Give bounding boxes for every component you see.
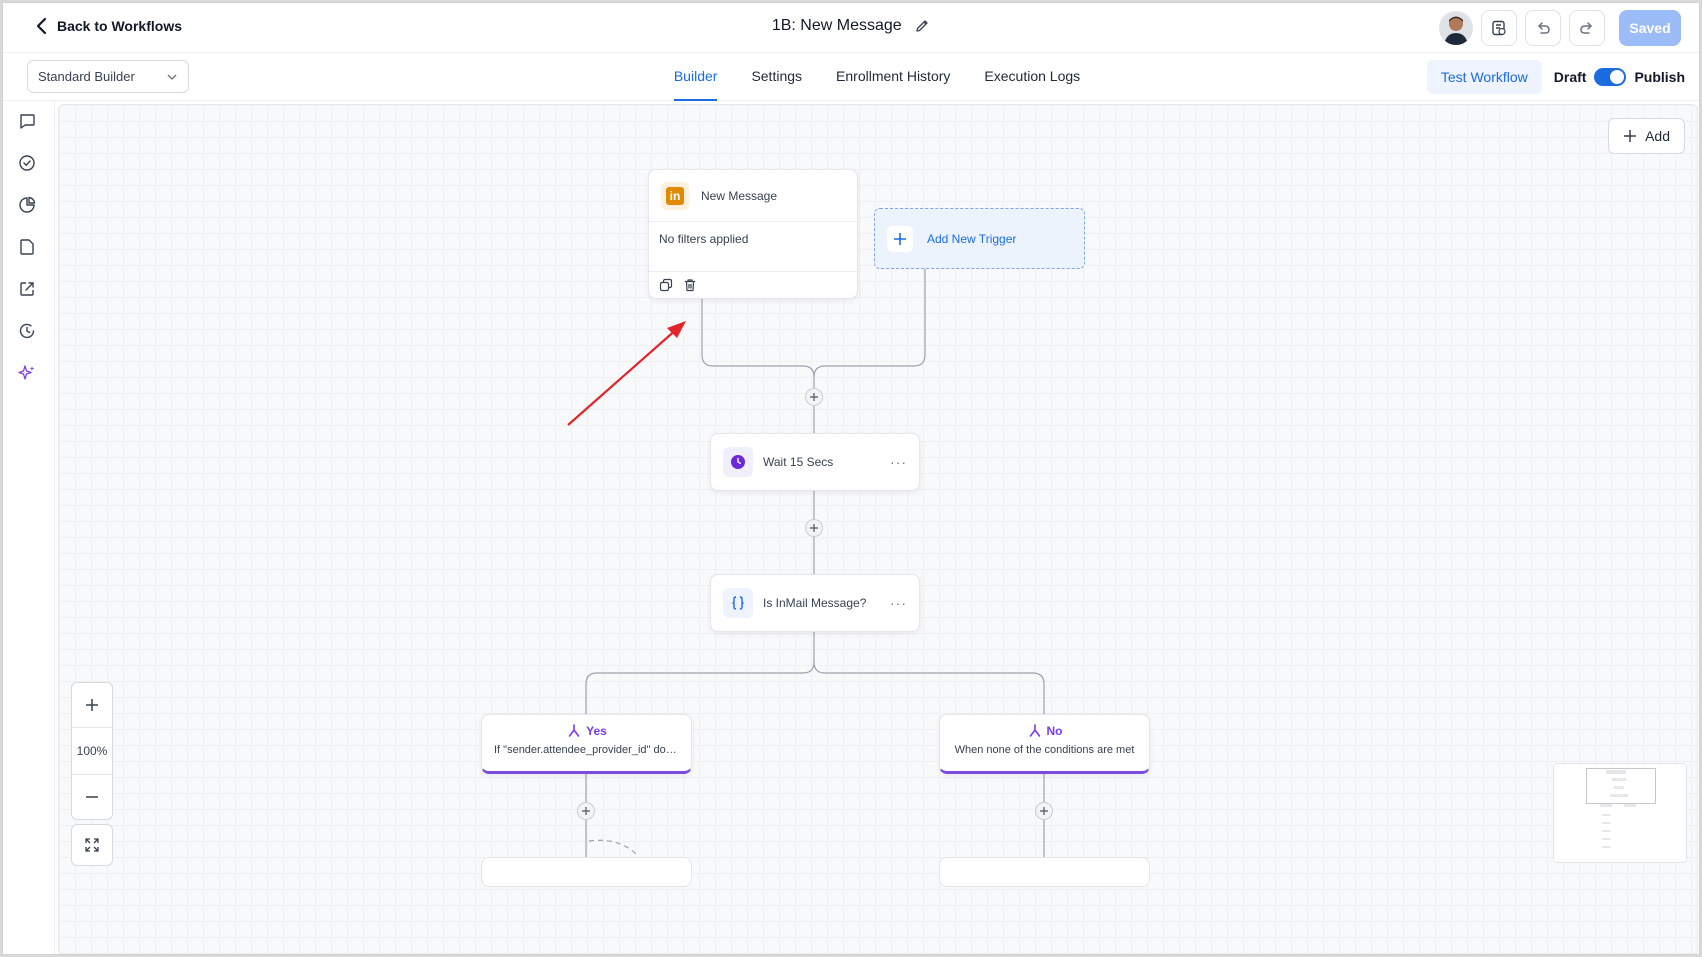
zoom-level: 100% bbox=[72, 727, 112, 775]
tab-enrollment-history[interactable]: Enrollment History bbox=[836, 68, 951, 84]
trigger-card[interactable]: in New Message No filters applied bbox=[648, 169, 858, 299]
add-label: Add bbox=[1645, 128, 1670, 144]
branch-yes-title: Yes bbox=[586, 724, 607, 738]
publish-label: Publish bbox=[1634, 69, 1685, 85]
zoom-controls: 100% bbox=[71, 682, 113, 820]
undo-icon bbox=[1538, 22, 1550, 34]
minus-icon bbox=[86, 796, 98, 798]
more-options-icon[interactable]: ··· bbox=[890, 454, 907, 470]
condition-step-card[interactable]: Is InMail Message? ··· bbox=[710, 574, 920, 632]
undo-button[interactable] bbox=[1525, 10, 1561, 46]
add-step-button[interactable] bbox=[1035, 802, 1053, 820]
minimap[interactable] bbox=[1553, 763, 1687, 863]
fit-view-button[interactable] bbox=[71, 824, 113, 866]
plus-icon bbox=[887, 225, 913, 252]
tab-builder[interactable]: Builder bbox=[657, 53, 735, 101]
draft-label: Draft bbox=[1553, 69, 1587, 85]
tab-settings[interactable]: Settings bbox=[751, 68, 803, 84]
top-right-actions: Saved bbox=[1439, 10, 1681, 46]
add-new-trigger-button[interactable]: Add New Trigger bbox=[874, 208, 1085, 269]
next-step-card-yes[interactable] bbox=[481, 857, 692, 887]
branch-yes-condition: If "sender.attendee_provider_id" does... bbox=[494, 744, 687, 756]
branch-no-title: No bbox=[1046, 724, 1063, 738]
trigger-actions bbox=[649, 272, 857, 298]
connector-lines bbox=[585, 269, 1045, 857]
trigger-header: in New Message bbox=[649, 170, 857, 222]
redo-icon bbox=[1580, 22, 1592, 34]
braces-icon bbox=[723, 588, 753, 618]
workflow-title: 1B: New Message bbox=[771, 17, 902, 34]
test-workflow-button[interactable]: Test Workflow bbox=[1426, 60, 1542, 94]
clipboard-icon bbox=[1492, 20, 1506, 36]
branch-yes-card[interactable]: Yes If "sender.attendee_provider_id" doe… bbox=[481, 714, 692, 774]
workflow-notes-button[interactable] bbox=[1481, 10, 1517, 46]
linkedin-logo: in bbox=[666, 186, 684, 205]
builder-toolbar: Standard Builder Builder Settings Enroll… bbox=[3, 53, 1699, 101]
tab-bar: Builder Settings Enrollment History Exec… bbox=[3, 53, 1699, 101]
sparkles-icon[interactable] bbox=[17, 363, 39, 385]
publish-controls: Test Workflow Draft Publish bbox=[1426, 60, 1685, 94]
top-bar: Back to Workflows 1B: New Message bbox=[3, 3, 1699, 53]
external-link-icon[interactable] bbox=[17, 279, 39, 301]
draft-publish-toggle-group: Draft Publish bbox=[1554, 68, 1685, 86]
publish-toggle[interactable] bbox=[1594, 68, 1627, 86]
branch-no-card[interactable]: No When none of the conditions are met bbox=[939, 714, 1150, 774]
minimap-viewport[interactable] bbox=[1586, 768, 1656, 804]
trigger-filters: No filters applied bbox=[649, 222, 857, 272]
file-icon[interactable] bbox=[17, 237, 39, 259]
left-icon-rail bbox=[3, 101, 55, 954]
branch-no-title-row: No bbox=[940, 723, 1149, 739]
minimap-preview bbox=[1600, 770, 1636, 848]
plus-icon bbox=[582, 807, 590, 815]
back-label: Back to Workflows bbox=[57, 18, 182, 34]
pie-chart-icon[interactable] bbox=[17, 195, 39, 217]
branch-icon bbox=[1029, 724, 1040, 737]
linkedin-icon: in bbox=[661, 181, 689, 210]
workflow-canvas[interactable]: Add in New Message No filters applied Ad… bbox=[58, 104, 1698, 954]
plus-icon bbox=[1624, 130, 1637, 142]
branch-yes-title-row: Yes bbox=[482, 723, 691, 739]
zoom-out-button[interactable] bbox=[72, 775, 112, 819]
add-new-trigger-label: Add New Trigger bbox=[927, 231, 1017, 246]
next-step-card-no[interactable] bbox=[939, 857, 1150, 887]
back-to-workflows-link[interactable]: Back to Workflows bbox=[35, 17, 182, 35]
copy-icon[interactable] bbox=[659, 278, 673, 292]
branch-icon bbox=[568, 724, 580, 737]
plus-icon bbox=[86, 699, 98, 711]
plus-icon bbox=[810, 393, 818, 401]
pencil-icon[interactable] bbox=[914, 18, 930, 34]
chevron-left-icon bbox=[36, 17, 47, 35]
chat-icon[interactable] bbox=[17, 111, 39, 133]
trash-icon[interactable] bbox=[683, 278, 697, 292]
clock-icon bbox=[723, 447, 753, 477]
user-avatar-icon bbox=[1439, 11, 1473, 45]
add-step-button[interactable] bbox=[805, 388, 823, 406]
builder-type-select[interactable]: Standard Builder bbox=[27, 60, 189, 93]
wait-step-label: Wait 15 Secs bbox=[763, 455, 834, 469]
avatar[interactable] bbox=[1439, 11, 1473, 45]
plus-icon bbox=[1040, 807, 1048, 815]
expand-icon bbox=[85, 838, 99, 852]
plus-icon bbox=[810, 524, 818, 532]
add-button[interactable]: Add bbox=[1608, 118, 1685, 154]
zoom-in-button[interactable] bbox=[72, 683, 112, 727]
branch-no-condition: When none of the conditions are met bbox=[954, 744, 1135, 756]
tab-execution-logs[interactable]: Execution Logs bbox=[984, 68, 1081, 84]
workflow-title-area: 1B: New Message bbox=[3, 17, 1699, 35]
chevron-down-icon bbox=[167, 74, 177, 80]
add-step-button[interactable] bbox=[805, 519, 823, 537]
builder-type-value: Standard Builder bbox=[38, 69, 135, 84]
saved-button[interactable]: Saved bbox=[1619, 10, 1681, 46]
condition-step-label: Is InMail Message? bbox=[763, 596, 867, 610]
redo-button[interactable] bbox=[1569, 10, 1605, 46]
wait-step-card[interactable]: Wait 15 Secs ··· bbox=[710, 433, 920, 491]
check-circle-icon[interactable] bbox=[17, 153, 39, 175]
add-step-button[interactable] bbox=[577, 802, 595, 820]
more-options-icon[interactable]: ··· bbox=[890, 595, 907, 611]
history-icon[interactable] bbox=[17, 321, 39, 343]
trigger-title: New Message bbox=[701, 188, 778, 203]
